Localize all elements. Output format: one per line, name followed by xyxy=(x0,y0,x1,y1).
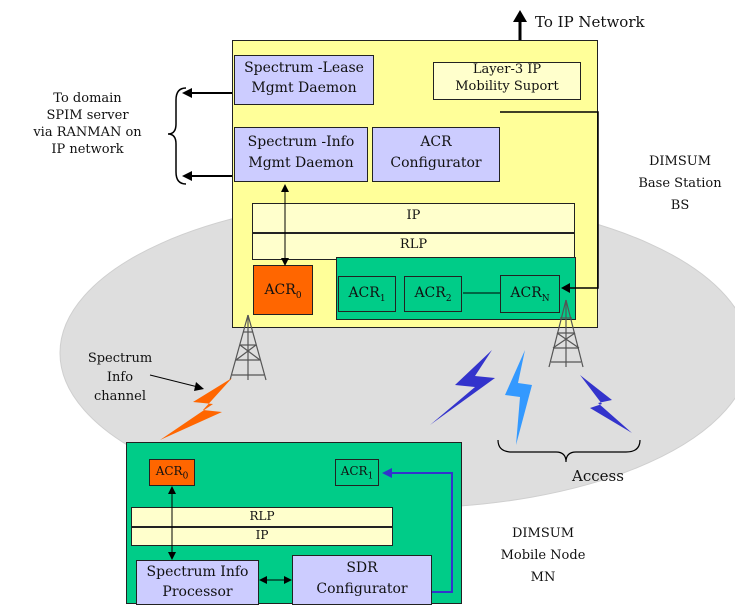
mn-label-2: Mobile Node xyxy=(500,548,586,563)
bs-label-1: DIMSUM xyxy=(648,154,712,169)
mn-rlp-layer xyxy=(131,507,393,527)
left-note-line4: IP network xyxy=(51,142,124,157)
sdr-configurator xyxy=(292,555,432,605)
mn-label-1: DIMSUM xyxy=(511,526,575,541)
bs-acr1 xyxy=(338,276,396,312)
mn-ip-label: IP xyxy=(255,528,269,542)
bs-acr2-label: ACR2 xyxy=(414,285,452,304)
bs-rlp-layer xyxy=(252,233,575,260)
mn-acr0-label: ACR0 xyxy=(155,464,189,482)
channel-label-3: channel xyxy=(94,389,146,404)
channel-label-1: Spectrum xyxy=(87,351,153,366)
bs-ip-layer xyxy=(252,203,575,233)
bs-acr0 xyxy=(253,265,313,315)
mn-label-3: MN xyxy=(530,570,556,585)
mn-acr0 xyxy=(149,459,195,486)
spectrum-lease-label-1: Spectrum -Lease xyxy=(244,60,364,76)
to-ip-network-label: To IP Network xyxy=(535,13,645,31)
sdr-label-1: SDR xyxy=(346,560,378,576)
bs-acr0-label: ACR0 xyxy=(264,282,302,301)
bs-label-3: BS xyxy=(670,198,690,213)
spectrum-lease-daemon xyxy=(234,55,374,105)
spectrum-lease-label-2: Mgmt Daemon xyxy=(251,80,357,96)
left-note-line3: via RANMAN on xyxy=(33,125,142,140)
bs-acr2 xyxy=(404,276,462,312)
mn-acr1 xyxy=(335,459,379,486)
bs-label-2: Base Station xyxy=(638,176,722,191)
bs-acr1-label: ACR1 xyxy=(348,285,386,304)
acr-configurator xyxy=(372,127,500,182)
spectrum-info-label-1: Spectrum -Info xyxy=(247,134,355,150)
channel-label-2: Info xyxy=(106,370,134,385)
bs-acrn xyxy=(500,275,560,313)
left-note-line1: To domain xyxy=(53,91,122,106)
sip-label-2: Processor xyxy=(162,584,233,600)
layer3-label-1: Layer-3 IP xyxy=(472,62,542,77)
access-label: Access xyxy=(572,467,624,485)
layer3-label-2: Mobility Suport xyxy=(455,79,559,94)
spectrum-info-processor xyxy=(136,560,259,605)
sip-label-1: Spectrum Info xyxy=(146,564,249,580)
mn-ip-layer xyxy=(131,527,393,546)
mn-acr1-label: ACR1 xyxy=(340,464,374,482)
layer3-mobility xyxy=(433,62,581,100)
left-note-line2: SPIM server xyxy=(46,108,129,123)
spectrum-info-daemon xyxy=(234,127,368,182)
bs-ip-label: IP xyxy=(406,208,421,223)
bs-rlp-label: RLP xyxy=(399,237,428,252)
mn-rlp-label: RLP xyxy=(249,509,275,523)
bs-acrn-label: ACRN xyxy=(510,285,550,304)
spectrum-info-label-2: Mgmt Daemon xyxy=(248,155,354,171)
sdr-label-2: Configurator xyxy=(316,581,408,597)
acr-configurator-label-1: ACR xyxy=(420,134,452,150)
acr-configurator-label-2: Configurator xyxy=(390,155,482,171)
